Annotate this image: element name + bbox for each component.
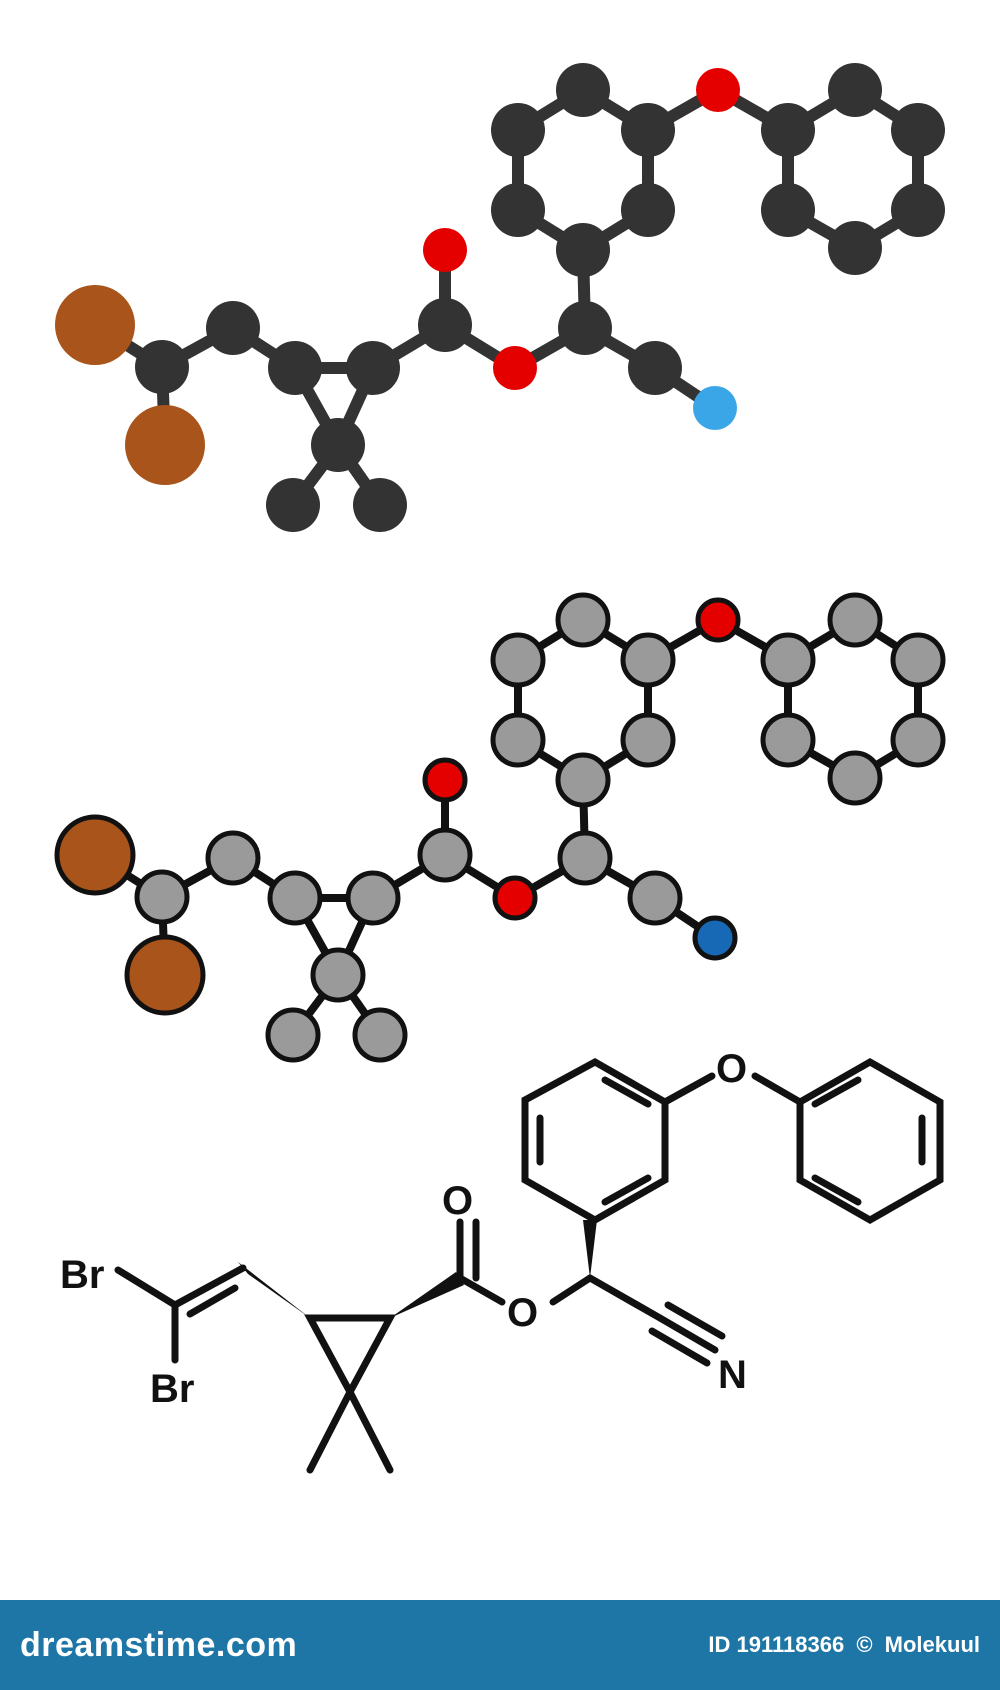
c-atom <box>620 632 676 688</box>
c-atom <box>890 632 946 688</box>
image-credit: ID 191118366 © Molekuul <box>702 1632 980 1658</box>
outlined-ball-model <box>54 592 946 1063</box>
molecule-canvas: Br Br O O O N <box>54 63 946 1474</box>
c-atom <box>310 947 366 1003</box>
c-atom <box>491 103 545 157</box>
c-atom <box>555 752 611 808</box>
c-atom <box>205 830 261 886</box>
c-atom <box>828 63 882 117</box>
c-atom <box>353 478 407 532</box>
c-atom <box>266 478 320 532</box>
brand-logo-text[interactable]: dreamstime.com <box>20 1625 298 1664</box>
c-atom <box>628 341 682 395</box>
ring-double-bond <box>601 1174 652 1206</box>
c-atom <box>418 298 472 352</box>
gem-dimethyl-left <box>306 1388 354 1474</box>
author-name[interactable]: Molekuul <box>884 1632 980 1657</box>
c-atom <box>760 632 816 688</box>
ring-double-bond <box>811 1174 862 1206</box>
c-atom <box>828 221 882 275</box>
nitrile-nitrogen-label: N <box>718 1353 747 1397</box>
ester-oxygen-label: O <box>507 1291 538 1335</box>
o-atom <box>422 757 468 803</box>
right-benzene-ring <box>796 1057 944 1225</box>
bromine-label-top: Br <box>60 1253 104 1297</box>
o-atom <box>695 597 741 643</box>
nitrile-bond <box>648 1327 711 1367</box>
wedge-bond <box>238 1262 310 1318</box>
br-atom <box>124 934 206 1016</box>
carbonyl-oxygen-label: O <box>442 1179 473 1223</box>
c-atom <box>891 183 945 237</box>
br-atom <box>54 814 136 896</box>
n-atom <box>693 386 737 430</box>
c-atom <box>134 869 190 925</box>
c-atom <box>557 830 613 886</box>
c-atom <box>556 223 610 277</box>
nitrile-bond <box>656 1314 719 1354</box>
gem-dimethyl-right <box>346 1388 394 1474</box>
left-benzene-ring <box>521 1057 669 1225</box>
ring-double-bond <box>811 1076 862 1108</box>
c-atom <box>268 341 322 395</box>
ether-oxygen-label: O <box>716 1047 747 1091</box>
c-atom <box>761 103 815 157</box>
c-atom <box>891 103 945 157</box>
ball-and-stick-model <box>55 63 945 532</box>
skeletal-bonds <box>114 1057 944 1474</box>
ring-double-bond <box>601 1076 652 1108</box>
footer-bar: dreamstime.com ID 191118366 © Molekuul <box>0 1600 1000 1690</box>
c-atom <box>267 870 323 926</box>
ch-to-cn-carbon <box>586 1274 664 1322</box>
br-atom <box>55 285 135 365</box>
c-atom <box>827 592 883 648</box>
ester-o-to-ch <box>549 1274 594 1306</box>
carbonyl-c-to-ester-o <box>456 1274 506 1306</box>
wedge-bond <box>390 1272 464 1318</box>
c-atom <box>490 712 546 768</box>
c-atom <box>311 418 365 472</box>
o-atom <box>493 346 537 390</box>
c-atom <box>620 712 676 768</box>
c-atom <box>555 592 611 648</box>
c-atom <box>827 750 883 806</box>
n-atom <box>692 915 738 961</box>
c-atom <box>621 103 675 157</box>
copyright-symbol: © <box>856 1632 873 1657</box>
c-atom <box>621 183 675 237</box>
o-atom <box>696 68 740 112</box>
c-atom <box>206 301 260 355</box>
c-atom <box>556 63 610 117</box>
o-atom <box>423 228 467 272</box>
c-atom <box>346 341 400 395</box>
c-atom <box>352 1007 408 1063</box>
c-atom <box>135 340 189 394</box>
cyclopropane-ring <box>304 1314 396 1400</box>
c-atom <box>417 827 473 883</box>
br-atom <box>125 405 205 485</box>
c-atom <box>627 870 683 926</box>
c-atom <box>890 712 946 768</box>
c-atom <box>265 1007 321 1063</box>
vinyl-double-bond <box>186 1284 239 1318</box>
image-id: ID 191118366 <box>708 1632 845 1657</box>
c-atom <box>490 632 546 688</box>
wedge-bond <box>583 1220 597 1278</box>
bromine-label-bottom: Br <box>150 1367 194 1411</box>
ether-bond-left <box>661 1072 716 1106</box>
c-br-bond-top <box>114 1266 179 1309</box>
o-atom <box>492 875 538 921</box>
vinyl-double-bond <box>171 1264 247 1309</box>
c-atom <box>491 183 545 237</box>
skeletal-formula: Br Br O O O N <box>60 1047 944 1474</box>
ether-bond-right <box>751 1072 804 1106</box>
c-atom <box>760 712 816 768</box>
nitrile-bond <box>664 1301 726 1340</box>
c-atom <box>558 301 612 355</box>
c-atom <box>345 870 401 926</box>
c-atom <box>761 183 815 237</box>
